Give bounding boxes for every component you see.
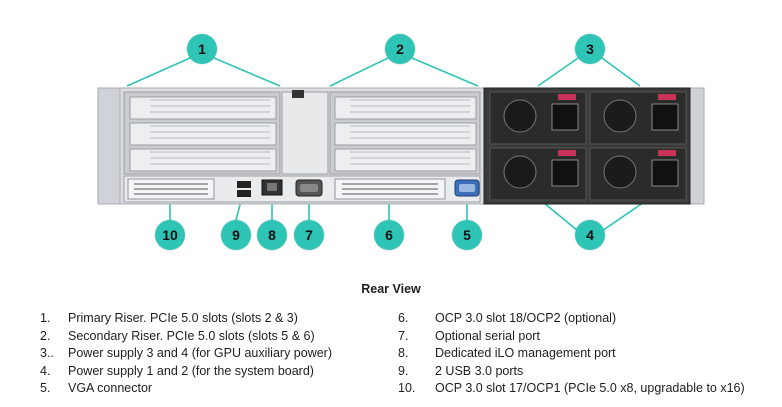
center-latch	[292, 90, 304, 98]
psu-3	[489, 91, 587, 145]
legend-number: 10.	[398, 381, 416, 396]
callout-1: 1	[187, 34, 217, 64]
legend-right: 6. OCP 3.0 slot 18/OCP2 (optional) 7. Opti…	[398, 311, 745, 399]
callout-5: 5	[452, 220, 482, 250]
legend-item: 6. OCP 3.0 slot 18/OCP2 (optional)	[398, 311, 745, 329]
legend-number: 6.	[398, 311, 409, 325]
legend-item: 1. Primary Riser. PCIe 5.0 slots (slots 2…	[40, 311, 332, 329]
legend-item: 8. Dedicated iLO management port	[398, 346, 745, 364]
power-socket-icon	[551, 159, 579, 187]
legend-item: 4. Power supply 1 and 2 (for the system b…	[40, 364, 332, 382]
callout-7: 7	[294, 220, 324, 250]
callout-6: 6	[374, 220, 404, 250]
fan-icon	[503, 155, 537, 189]
ethernet-port-icon	[261, 179, 283, 196]
legend-number: 5.	[40, 381, 51, 396]
legend-number: 3..	[40, 346, 54, 361]
psu-2	[589, 147, 687, 201]
legend-number: 2.	[40, 328, 51, 343]
legend-text: Power supply 3 and 4 (for GPU auxiliary …	[68, 346, 333, 361]
legend-left: 1. Primary Riser. PCIe 5.0 slots (slots 2…	[40, 311, 332, 399]
legend-number: 1.	[40, 311, 51, 325]
vga-port-icon	[454, 179, 480, 197]
serial-port-icon	[295, 179, 323, 197]
legend-text: OCP 3.0 slot 18/OCP2 (optional)	[435, 311, 617, 325]
callout-3: 3	[575, 34, 605, 64]
usb-port-icon	[237, 181, 251, 197]
legend-number: 8.	[398, 346, 409, 361]
legend-item: 10. OCP 3.0 slot 17/OCP1 (PCIe 5.0 x8, up…	[398, 381, 745, 399]
callout-2: 2	[385, 34, 415, 64]
primary-riser	[123, 91, 281, 175]
power-socket-icon	[551, 103, 579, 131]
callout-9: 9	[221, 220, 251, 250]
callout-10: 10	[155, 220, 185, 250]
legend-text: VGA connector	[68, 381, 153, 396]
secondary-riser	[329, 91, 481, 175]
power-socket-icon	[651, 103, 679, 131]
legend-text: Primary Riser. PCIe 5.0 slots (slots 2 &…	[68, 311, 298, 325]
legend-number: 9.	[398, 363, 409, 378]
legend-text: Optional serial port	[435, 328, 540, 343]
legend-item: 2. Secondary Riser. PCIe 5.0 slots (slots…	[40, 329, 332, 347]
legend-item: 3.. Power supply 3 and 4 (for GPU auxilia…	[40, 346, 332, 364]
psu-1	[489, 147, 587, 201]
legend-number: 4.	[40, 363, 51, 378]
psu-4	[589, 91, 687, 145]
chassis-left-ear	[97, 87, 121, 205]
fan-icon	[603, 155, 637, 189]
fan-icon	[603, 99, 637, 133]
legend-item: 9. 2 USB 3.0 ports	[398, 364, 745, 382]
fan-icon	[503, 99, 537, 133]
legend-item: 5. VGA connector	[40, 381, 332, 399]
server-rear-diagram	[97, 57, 705, 232]
legend-text: 2 USB 3.0 ports	[435, 363, 524, 378]
callout-4: 4	[575, 220, 605, 250]
callout-8: 8	[257, 220, 287, 250]
legend-number: 7.	[398, 328, 409, 343]
legend-text: Dedicated iLO management port	[435, 346, 616, 361]
legend-text: Secondary Riser. PCIe 5.0 slots (slots 5…	[68, 328, 315, 343]
power-socket-icon	[651, 159, 679, 187]
legend-text: OCP 3.0 slot 17/OCP1 (PCIe 5.0 x8, upgra…	[435, 381, 745, 396]
legend-item: 7. Optional serial port	[398, 329, 745, 347]
figure-caption: Rear View	[361, 282, 421, 296]
legend-text: Power supply 1 and 2 (for the system boa…	[68, 363, 314, 378]
center-bay	[281, 91, 329, 175]
chassis-right-ear	[689, 87, 705, 205]
